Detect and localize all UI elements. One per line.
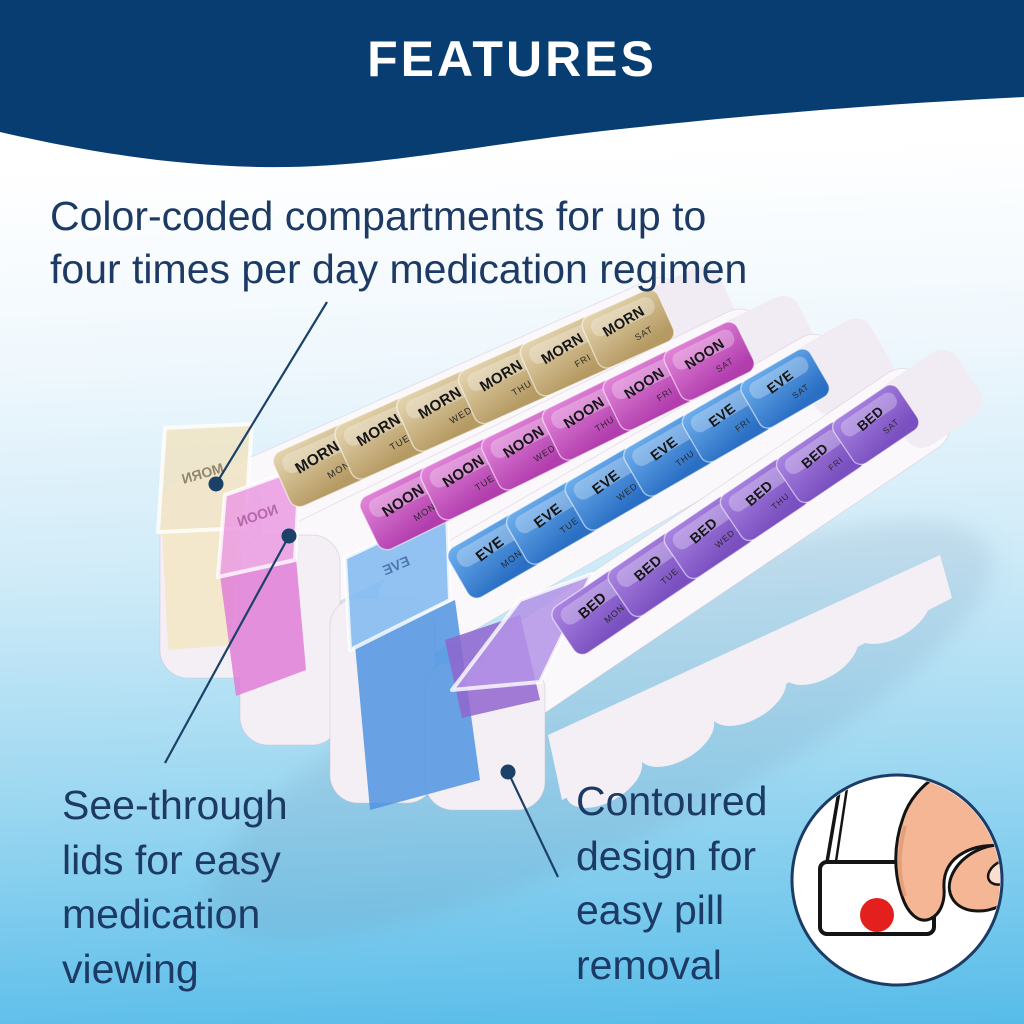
lid-EVE-SAT: EVE SAT [740, 348, 830, 429]
pill-removal-illustration [790, 773, 1004, 987]
callout-see-through: See-through lids for easy medication viewin… [62, 778, 288, 996]
lid-BED-SAT: BED SAT [831, 384, 920, 466]
text-line: easy pill [576, 887, 725, 934]
callout-lines [164, 301, 559, 878]
text-line: Contoured [576, 778, 768, 824]
text-line: design for [576, 832, 757, 879]
callout-line-see-through [164, 535, 290, 764]
text-line: lids for easy [62, 836, 281, 883]
open-lid-BED [450, 572, 594, 692]
header-wave [0, 0, 1024, 168]
text-line: See-through [62, 782, 288, 828]
text-line: viewing [62, 945, 199, 992]
open-compartment-interior [220, 558, 306, 696]
open-lid-NOON: NOON [216, 466, 302, 579]
tray-front-apron [548, 555, 952, 808]
text-line: four times per day medication regimen [50, 246, 748, 293]
pill-organizer: MORN NOON EVE MORN MON MORN TUE [156, 266, 993, 940]
organizer-row-NOON: NOON MON NOON TUE NOON WED [359, 321, 755, 551]
callout-dots [208, 476, 516, 780]
red-pill [860, 898, 894, 932]
organizer-row-BED: BED MON BED TUE BED WED [551, 384, 920, 656]
open-lid-EVE: EVE [343, 508, 452, 652]
callout-color-coded: Color-coded compartments for up to four t… [50, 190, 870, 297]
callout-line-contoured [507, 771, 559, 878]
organizer-row-EVE: EVE MON EVE TUE EVE WED [447, 348, 830, 599]
organizer-row-MORN: MORN MON MORN TUE MORN WED [272, 288, 675, 508]
lid-MORN-SAT: MORN SAT [581, 288, 675, 369]
page-title: FEATURES [367, 31, 657, 87]
lid-NOON-TUE: NOON TUE [420, 436, 517, 521]
text-line: Color-coded compartments for up to [50, 193, 707, 239]
text-line: removal [576, 941, 722, 988]
lid-NOON-SAT: NOON SAT [663, 321, 755, 401]
callout-line-color-coded [215, 301, 328, 485]
callout-contoured: Contoured design for easy pill removal [576, 774, 767, 992]
text-line: medication [62, 891, 261, 938]
